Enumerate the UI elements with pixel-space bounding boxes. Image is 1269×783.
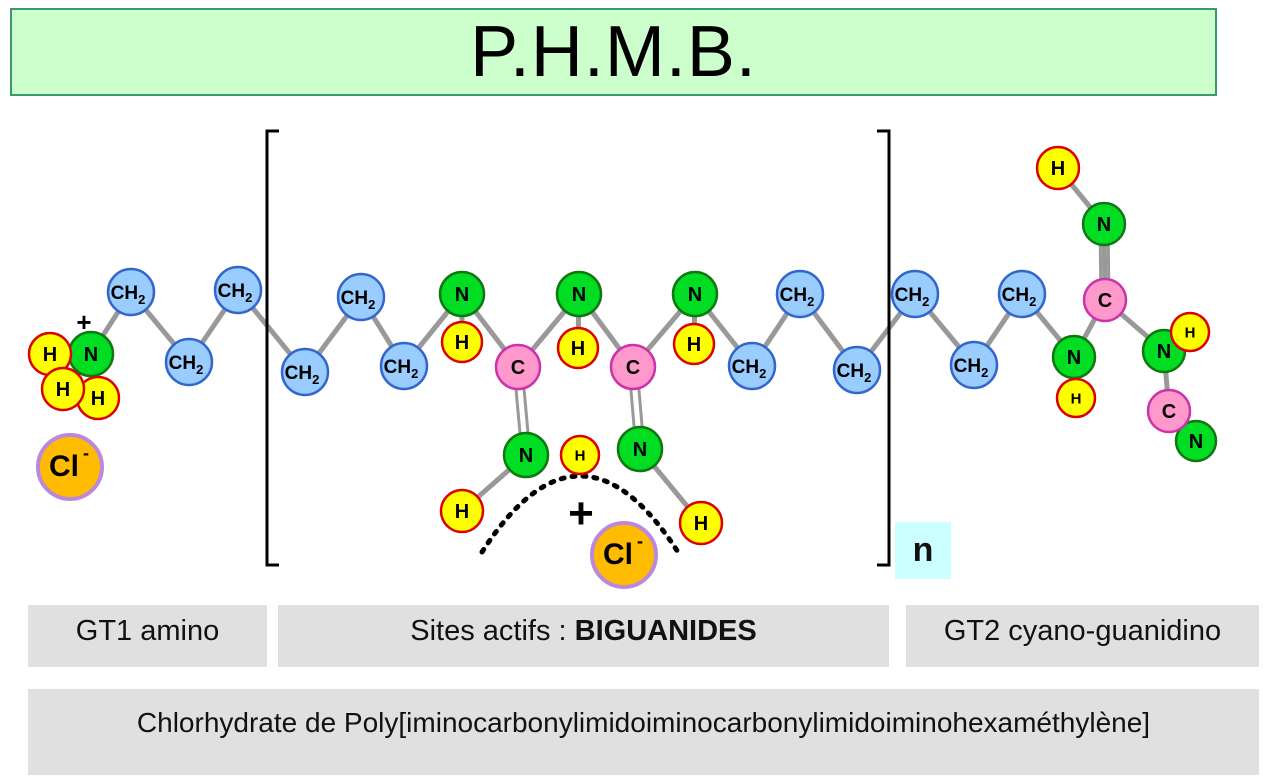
charge-plus-center: + <box>568 489 594 538</box>
atom-ch2: CH2 <box>379 341 429 391</box>
chloride-interaction-arc <box>479 473 681 555</box>
label-full-name-text: Chlorhydrate de Poly[iminocarbonylimidoi… <box>136 707 1151 738</box>
chloride-left-symbol: Cl <box>49 450 79 483</box>
atom-label: N <box>633 439 647 461</box>
repeat-brackets <box>265 129 891 567</box>
chloride-center-symbol: Cl <box>603 538 633 571</box>
atom-ch2: CH2 <box>727 341 777 391</box>
label-sites-prefix: Sites actifs : <box>410 615 575 647</box>
atom-label: H <box>694 513 708 535</box>
atom-ch2: CH2 <box>164 337 214 387</box>
page-title: P.H.M.B. <box>470 12 757 92</box>
atom-label: N <box>1067 347 1081 369</box>
atom-h: H <box>1035 145 1081 191</box>
atom-c: C <box>609 343 657 391</box>
atom-label: H <box>1051 158 1065 180</box>
atom-label: H <box>687 334 701 356</box>
atom-ch2: CH2 <box>775 269 825 319</box>
atom-h: N <box>1174 419 1218 463</box>
atom-label: C <box>511 357 525 379</box>
right-bracket <box>877 129 891 567</box>
atom-n: N <box>671 270 719 318</box>
atom-h: H <box>672 322 716 366</box>
atom-label: H <box>575 447 586 464</box>
repeat-unit-subscript: n <box>895 522 951 579</box>
left-bracket <box>265 129 279 567</box>
label-sites-bold: BIGUANIDES <box>574 615 757 647</box>
atom-h: H <box>559 434 601 476</box>
atom-h: H <box>27 331 73 377</box>
atom-ch2: CH2 <box>213 265 263 315</box>
label-full-name: Chlorhydrate de Poly[iminocarbonylimidoi… <box>28 689 1259 775</box>
atom-label: H <box>91 388 105 410</box>
atom-label: H <box>1185 324 1196 341</box>
atom-label: C <box>1098 290 1112 312</box>
atom-label: N <box>519 445 533 467</box>
atom-h: H <box>1055 377 1097 419</box>
label-gt2-text: GT2 cyano-guanidino <box>943 615 1222 647</box>
atom-label: H <box>455 332 469 354</box>
atom-h: H <box>75 375 121 421</box>
atom-n: N <box>616 425 664 473</box>
atom-h: H <box>1169 311 1211 353</box>
label-gt1: GT1 amino <box>28 605 267 667</box>
atom-ch2: CH2 <box>949 340 999 390</box>
atom-label: C <box>1162 401 1176 423</box>
atom-n: N <box>438 270 486 318</box>
atom-ch2: CH2 <box>997 269 1047 319</box>
atom-n: N <box>502 431 550 479</box>
atom-label: H <box>571 338 585 360</box>
atom-n: N <box>67 330 115 378</box>
title-banner: P.H.M.B. <box>10 8 1217 96</box>
atom-label: H <box>43 344 57 366</box>
atom-label: N <box>1097 214 1111 236</box>
atom-label: CH2 <box>895 285 930 309</box>
atom-h: H <box>556 326 600 370</box>
label-gt2: GT2 cyano-guanidino <box>906 605 1259 667</box>
atom-label: CH2 <box>954 356 989 380</box>
atom-label: N <box>84 344 98 366</box>
atom-label: H <box>1071 390 1082 407</box>
atom-c: C <box>494 343 542 391</box>
atom-ch2: CH2 <box>890 269 940 319</box>
atom-label: N <box>455 284 469 306</box>
atom-c: C <box>1082 277 1128 323</box>
chloride-left-charge: - <box>83 443 89 463</box>
label-sites-actifs: Sites actifs : BIGUANIDES <box>278 605 889 667</box>
atom-ch2: CH2 <box>832 345 882 395</box>
atom-label: N <box>1189 431 1203 453</box>
charge-plus-left: + <box>76 307 91 337</box>
chloride-ion-left: Cl - <box>36 433 104 501</box>
chloride-center-charge: - <box>637 531 643 551</box>
chloride-ion-center: Cl - <box>590 521 658 589</box>
atom-c: C <box>1146 388 1192 434</box>
atom-n: N <box>555 270 603 318</box>
atom-ch2: CH2 <box>106 267 156 317</box>
atom-label: N <box>1157 341 1171 363</box>
atom-h: H <box>678 500 724 546</box>
atom-ch2: CH2 <box>280 347 330 397</box>
atom-label: N <box>688 284 702 306</box>
atom-h: H <box>440 320 484 364</box>
label-gt1-text: GT1 amino <box>75 615 220 647</box>
atom-label: H <box>56 379 70 401</box>
atom-ch2: CH2 <box>336 272 386 322</box>
atom-h: H <box>439 488 485 534</box>
atom-n: N <box>1051 334 1097 380</box>
atom-label: H <box>455 501 469 523</box>
atom-label: C <box>626 357 640 379</box>
atom-n: N <box>1081 201 1127 247</box>
atom-label: N <box>572 284 586 306</box>
atom-h: H <box>40 366 86 412</box>
